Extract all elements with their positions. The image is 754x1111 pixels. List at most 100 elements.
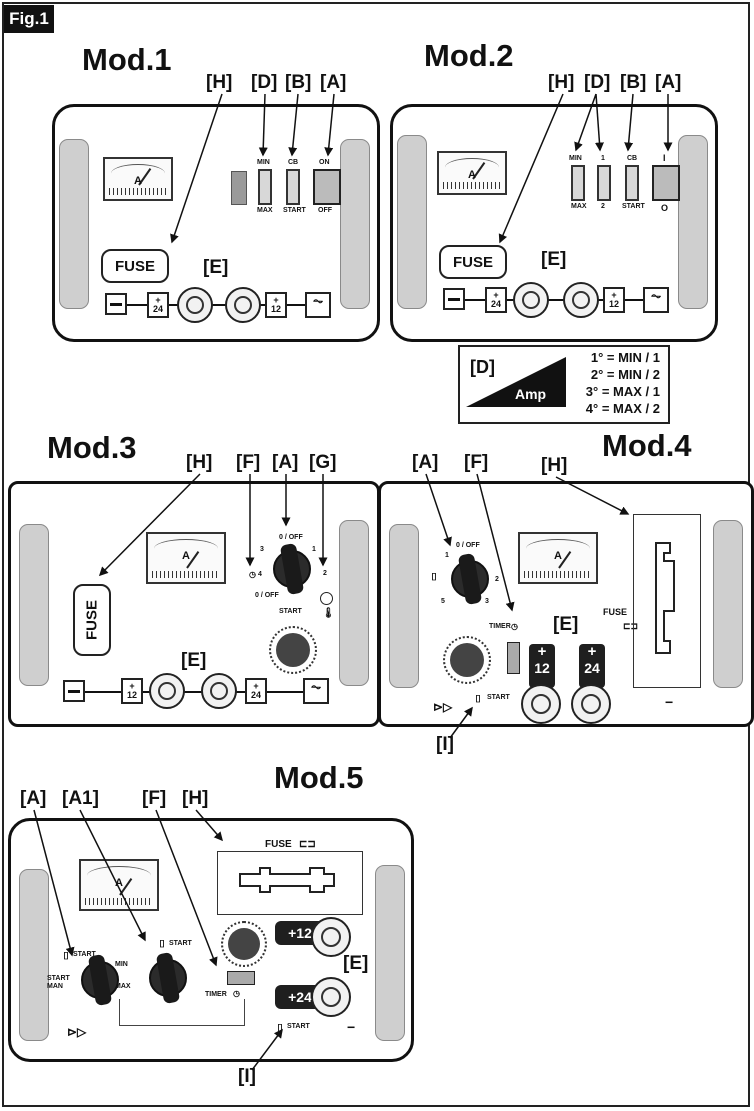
mod3-current-dial[interactable] [269, 626, 317, 674]
mod1-e-label: [E] [203, 257, 229, 278]
mod1-callout-a: [A] [320, 72, 347, 93]
mod2-switch-b[interactable] [625, 165, 639, 201]
mod3-callout-f: [F] [236, 452, 261, 473]
mod5-plug-icon: ⊳▷ [67, 1025, 87, 1039]
mod4-main-knob[interactable] [451, 552, 489, 606]
mod4-knob-off-text: 0 / OFF [456, 542, 480, 549]
mod5-panel: A FUSE ⊏⊐ ⌷ START START MAN MIN MAX ⌷ ST… [8, 818, 414, 1062]
mod1-indicator-lamp [231, 171, 247, 205]
mod4-plug-icon: ⊳▷ [433, 700, 453, 714]
mod5-ammeter: A [79, 859, 159, 911]
mod5-a1-start-text: START [169, 940, 192, 947]
mod4-fuse-icon: ⊏⊐ [623, 621, 639, 631]
mod2-grip-right [678, 135, 708, 309]
mod3-title: Mod.3 [47, 430, 137, 465]
mod4-start-text: START [487, 694, 510, 701]
mod5-negative-sign: − [347, 1019, 356, 1035]
mod3-clamp-terminal-left[interactable] [149, 673, 185, 709]
mod3-clamp-terminal-right[interactable] [201, 673, 237, 709]
legend-line-1: 1° = MIN / 1 [590, 350, 660, 365]
mod3-ac-plug-icon: ⏦ [303, 678, 329, 704]
mod1-d-bot-text: MAX [257, 207, 273, 214]
mod3-knob-2-text: 2 [323, 570, 327, 577]
mod4-clamp-terminal-left[interactable] [521, 684, 561, 724]
mod5-fuse-wrench-icon [239, 867, 335, 893]
mod4-start-button-icon: ⌷ [475, 694, 481, 705]
mod1-switch-b[interactable] [286, 169, 300, 205]
mod2-clamp-terminal-left[interactable] [513, 282, 549, 318]
mod5-start-handle-icon-a1: ⌷ [159, 939, 165, 950]
mod5-callout-a1: [A1] [62, 788, 99, 809]
mod1-switch-a[interactable] [313, 169, 341, 205]
mod5-start-man-text: START MAN [47, 975, 70, 990]
mod4-plus-label-right: +24 [579, 644, 605, 688]
mod1-d-top-text: MIN [257, 159, 270, 166]
mod4-clamp-terminal-right[interactable] [571, 684, 611, 724]
mod5-fuse-compartment[interactable] [217, 851, 363, 915]
mod5-timer-text: TIMER [205, 991, 227, 998]
mod1-ammeter: A [103, 157, 173, 201]
mod1-b-bot-text: START [283, 207, 306, 214]
mod2-callout-d: [D] [584, 72, 611, 93]
mod3-negative-terminal-icon [63, 680, 85, 702]
amp-legend: [D] Amp 1° = MIN / 1 2° = MIN / 2 3° = M… [458, 345, 670, 424]
mod5-fuse-text: FUSE [265, 839, 292, 850]
legend-line-3: 3° = MAX / 1 [585, 384, 660, 399]
mod4-fuse-wrench-icon [655, 542, 675, 654]
mod1-fuse[interactable]: FUSE [101, 249, 169, 283]
mod5-max-text: MAX [115, 983, 131, 990]
mod5-timer-dial[interactable] [221, 921, 267, 967]
mod4-fuse-compartment[interactable] [633, 514, 701, 688]
mod5-fuse-icon: ⊏⊐ [299, 839, 316, 850]
mod1-panel: A MIN MAX CB START ON OFF FUSE [E] +24 +… [52, 104, 380, 342]
mod3-timer-clock-icon: ◷ [249, 570, 256, 579]
mod2-d1-top-text: MIN [569, 155, 582, 162]
mod4-negative-sign: − [665, 694, 674, 710]
mod4-timer-switch[interactable] [507, 642, 520, 674]
mod5-callout-f: [F] [142, 788, 167, 809]
mod3-grip-left [19, 524, 49, 686]
mod3-knob-off-top-text: 0 / OFF [279, 534, 303, 541]
mod1-b-top-text: CB [288, 159, 299, 166]
mod1-negative-terminal-icon [105, 293, 127, 315]
mod4-timer-text: TIMER [489, 623, 511, 630]
mod1-clamp-terminal-left[interactable] [177, 287, 213, 323]
mod1-title: Mod.1 [82, 42, 172, 77]
mod1-terminal-label-right: +12 [265, 292, 287, 318]
mod3-main-knob[interactable] [273, 542, 311, 596]
mod4-knob-5-text: 5 [441, 598, 445, 605]
mod5-clamp-terminal-bottom[interactable] [311, 977, 351, 1017]
mod5-callout-h: [H] [182, 788, 209, 809]
mod1-clamp-terminal-right[interactable] [225, 287, 261, 323]
mod2-switch-a[interactable] [652, 165, 680, 201]
mod2-switch-d1[interactable] [571, 165, 585, 201]
mod2-d2-top-text: 1 [601, 155, 605, 162]
mod5-main-knob-a[interactable] [81, 953, 119, 1007]
mod4-callout-f: [F] [464, 452, 489, 473]
mod4-fuse-text: FUSE [603, 607, 628, 617]
mod1-a-bot-text: OFF [318, 207, 332, 214]
mod2-e-label: [E] [541, 249, 567, 270]
mod4-i-label: [I] [436, 734, 454, 755]
mod2-fuse[interactable]: FUSE [439, 245, 507, 279]
mod5-clamp-terminal-top[interactable] [311, 917, 351, 957]
mod2-switch-d2[interactable] [597, 165, 611, 201]
mod5-timer-switch[interactable] [227, 971, 255, 985]
mod3-e-label: [E] [181, 650, 207, 671]
mod2-clamp-terminal-right[interactable] [563, 282, 599, 318]
mod5-a-start-text: START [73, 951, 96, 958]
mod4-start-handle-icon: ⌷ [431, 572, 437, 583]
mod2-a-top-text: I [663, 153, 666, 163]
mod5-main-knob-a1[interactable] [149, 951, 187, 1005]
mod5-callout-a: [A] [20, 788, 47, 809]
mod2-negative-terminal-icon [443, 288, 465, 310]
mod3-callout-a: [A] [272, 452, 299, 473]
mod4-callout-a: [A] [412, 452, 439, 473]
mod1-switch-d[interactable] [258, 169, 272, 205]
mod5-e-label: [E] [343, 953, 369, 974]
mod4-knob-1-text: 1 [445, 552, 449, 559]
mod4-grip-left [389, 524, 419, 688]
mod2-b-bot-text: START [622, 203, 645, 210]
mod4-timer-dial[interactable] [443, 636, 491, 684]
mod3-thermal-lamp [320, 592, 333, 605]
